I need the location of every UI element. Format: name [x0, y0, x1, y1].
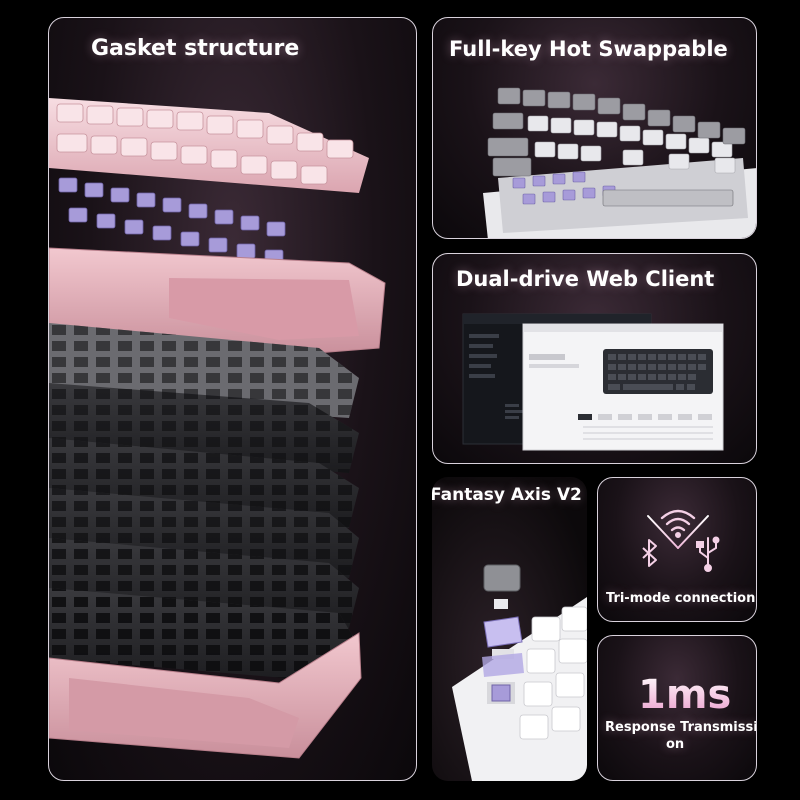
dark-plates-stack: [49, 383, 359, 683]
bluetooth-icon: [642, 539, 657, 567]
fantasy-axis-panel: Fantasy Axis V2: [432, 477, 587, 781]
tri-mode-icon-group: [642, 509, 720, 577]
pink-keycaps-layer: [49, 98, 369, 193]
response-caption-line1: Response Transmissi-: [605, 720, 757, 735]
usb-icon: [696, 536, 720, 572]
pink-top-case: [49, 247, 386, 357]
web-client-screenshot-illustration: [462, 313, 724, 451]
web-client-panel: Dual-drive Web Client: [432, 253, 757, 464]
gasket-structure-title: Gasket structure: [91, 36, 300, 61]
tri-mode-panel: Tri-mode connection: [597, 477, 757, 622]
response-time-value: 1ms: [638, 672, 732, 718]
hot-swappable-title: Full-key Hot Swappable: [449, 37, 728, 61]
hotswap-keyboard-illustration: [483, 87, 756, 238]
response-panel: 1ms Response Transmissi- on: [597, 635, 757, 781]
gasket-structure-panel: Gasket structure: [48, 17, 417, 781]
tri-mode-caption: Tri-mode connection: [606, 591, 756, 606]
web-client-title: Dual-drive Web Client: [456, 267, 715, 291]
wifi-icon: [660, 509, 696, 539]
switches-layer: [58, 177, 286, 281]
fantasy-axis-switch-illustration: [452, 564, 587, 781]
response-caption-line2: on: [666, 737, 685, 752]
pink-bottom-case: [49, 632, 362, 759]
hot-swappable-panel: Full-key Hot Swappable: [432, 17, 757, 239]
fantasy-axis-title: Fantasy Axis V2: [432, 485, 582, 505]
gasket-exploded-illustration: [49, 98, 386, 759]
